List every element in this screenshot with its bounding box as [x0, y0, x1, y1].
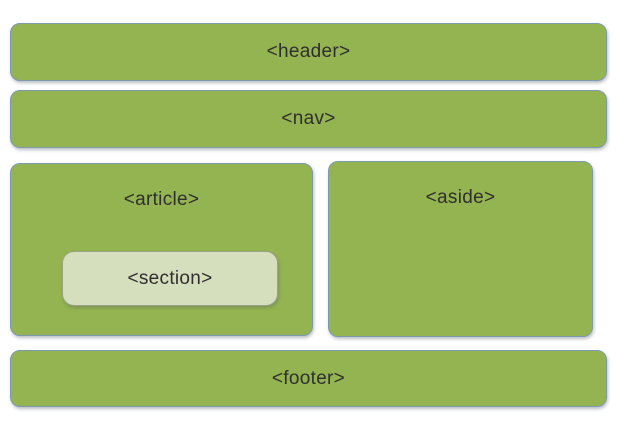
aside-box-label: <aside> — [425, 187, 496, 208]
header-box-label: <header> — [266, 41, 351, 62]
article-box-label: <article> — [123, 189, 200, 210]
nav-box: <nav> — [10, 90, 607, 148]
aside-box: <aside> — [328, 161, 593, 337]
section-box: <section> — [62, 251, 278, 306]
footer-box-label: <footer> — [271, 367, 346, 389]
section-box-label: <section> — [127, 267, 213, 289]
article-box: <article> <section> — [10, 163, 313, 336]
nav-box-label: <nav> — [281, 108, 336, 129]
header-box: <header> — [10, 23, 607, 81]
footer-box: <footer> — [10, 350, 607, 407]
